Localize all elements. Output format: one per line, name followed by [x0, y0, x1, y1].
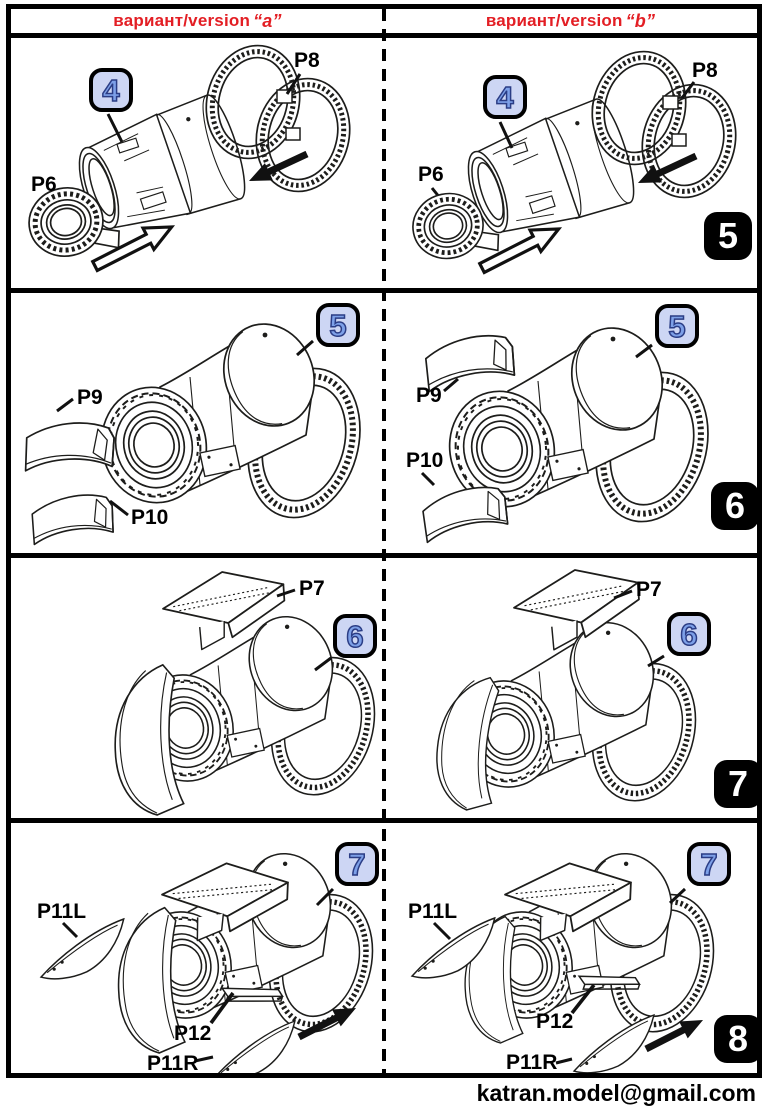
- part-label-p11r: P11R: [147, 1052, 199, 1073]
- subassembly-badge-4: 4: [483, 75, 527, 119]
- illustration-step4-b: [384, 38, 757, 281]
- part-label-p7: P7: [299, 577, 325, 600]
- illustration-step6-b: [428, 569, 757, 814]
- column-divider: [382, 9, 386, 1073]
- part-label-p7: P7: [636, 578, 662, 601]
- step-number-badge-5: 5: [704, 212, 752, 260]
- part-label-p8: P8: [294, 49, 320, 72]
- panel-step5-version-a: 5 P9 P10: [11, 293, 384, 553]
- illustration-step7-b: [411, 823, 757, 1073]
- step-number-badge-8: 8: [714, 1015, 757, 1063]
- part-label-p8: P8: [692, 59, 718, 82]
- subassembly-badge-7: 7: [687, 842, 731, 886]
- header-version-b-text: вариант/version: [485, 11, 623, 30]
- illustration-step7-a: [40, 823, 384, 1073]
- part-label-p6: P6: [31, 173, 57, 196]
- subassembly-badge-7: 7: [335, 842, 379, 886]
- part-label-p9: P9: [77, 386, 103, 409]
- step-row-4: 4 P8 P6 4 P8 P6 5: [11, 38, 757, 293]
- part-label-p12: P12: [536, 1010, 574, 1033]
- panel-step4-version-a: 4 P8 P6: [11, 38, 384, 288]
- subassembly-badge-5: 5: [655, 304, 699, 348]
- illustration-step4-a: [11, 38, 384, 279]
- subassembly-badge-6: 6: [333, 614, 377, 658]
- contact-email: katran.model@gmail.com: [476, 1080, 756, 1106]
- header-version-a-text: вариант/version: [113, 11, 251, 30]
- part-label-p11r: P11R: [506, 1051, 558, 1073]
- illustration-step5-a: [17, 293, 384, 553]
- step-row-7: 7 P11L P12 P11R 7 P11L: [11, 823, 757, 1073]
- header-version-a: вариант/version “a”: [11, 9, 384, 33]
- part-label-p6: P6: [418, 163, 444, 186]
- panel-step7-version-a: 7 P11L P12 P11R: [11, 823, 384, 1073]
- subassembly-badge-5: 5: [316, 303, 360, 347]
- illustration-step6-a: [114, 571, 384, 816]
- part-label-p11l: P11L: [37, 900, 87, 923]
- panel-step5-version-b: 5 P9 P10 6: [384, 293, 757, 553]
- panel-step4-version-b: 4 P8 P6 5: [384, 38, 757, 288]
- part-label-p12: P12: [174, 1022, 212, 1045]
- panel-step6-version-a: 6 P7: [11, 558, 384, 818]
- part-label-p10: P10: [406, 449, 444, 472]
- illustration-step5-b: [419, 293, 757, 552]
- part-label-p10: P10: [131, 506, 169, 529]
- header-version-a-letter: “a”: [253, 10, 282, 31]
- step-number-badge-7: 7: [714, 760, 757, 808]
- steps-table: вариант/version “a” вариант/version “b”: [6, 4, 762, 1078]
- panel-step7-version-b: 7 P11L P12 P11R 8: [384, 823, 757, 1073]
- subassembly-badge-6: 6: [667, 612, 711, 656]
- part-label-p11l: P11L: [408, 900, 458, 923]
- header-version-b: вариант/version “b”: [384, 9, 757, 33]
- header-version-b-letter: “b”: [625, 10, 656, 31]
- panel-step6-version-b: 6 P7 7: [384, 558, 757, 818]
- part-label-p9: P9: [416, 384, 442, 407]
- subassembly-badge-4: 4: [89, 68, 133, 112]
- step-number-badge-6: 6: [711, 482, 757, 530]
